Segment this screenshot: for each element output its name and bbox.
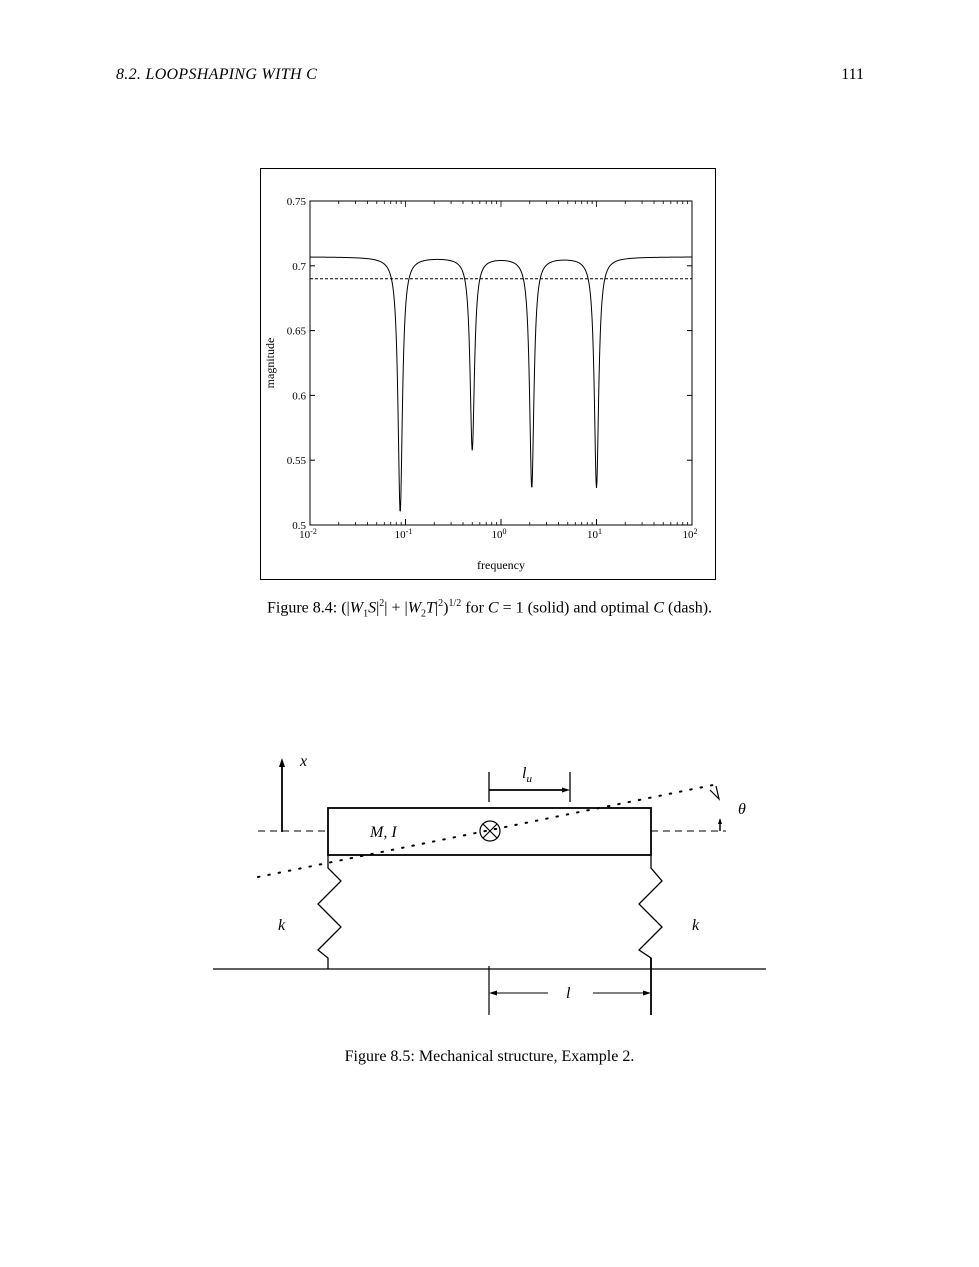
- y-tick-label: 0.65: [287, 326, 307, 338]
- caption-t: T: [426, 599, 435, 617]
- label-lu-main: l: [522, 765, 527, 782]
- caption-w2: W: [407, 599, 422, 617]
- tilt-line: [257, 783, 719, 878]
- x-tick-label: 102: [683, 527, 698, 541]
- caption-s: S: [368, 599, 377, 617]
- caption-c2: C: [653, 599, 665, 617]
- x-arrow-head: [279, 758, 285, 767]
- y-tick-label: 0.5: [292, 520, 306, 532]
- x-tick-label: 10-1: [395, 527, 413, 541]
- x-tick-exponent: -1: [406, 527, 413, 536]
- running-head: 8.2. LOOPSHAPING WITH C: [116, 66, 318, 83]
- caption-plus: | + |: [384, 599, 408, 617]
- y-tick-label: 0.55: [287, 455, 307, 467]
- x-tick-label: 100: [492, 527, 507, 541]
- label-k-right: k: [692, 917, 700, 934]
- x-tick-exponent: -2: [310, 527, 317, 536]
- label-l: l: [566, 985, 571, 1002]
- spring-right: [637, 855, 663, 969]
- y-tick-label: 0.7: [292, 261, 306, 273]
- theta-marker-head: [718, 818, 722, 824]
- x-tick-exponent: 2: [694, 527, 698, 536]
- label-theta: θ: [738, 801, 746, 818]
- figure-8-5-caption: Figure 8.5: Mechanical structure, Exampl…: [344, 1048, 635, 1065]
- label-x: x: [299, 753, 307, 770]
- caption-w1: W: [349, 599, 364, 617]
- spring-left: [317, 855, 342, 969]
- tilt-arrow-head: [709, 785, 721, 801]
- label-mass: M, I: [369, 824, 397, 841]
- caption-prefix: Figure 8.4: (|: [266, 599, 350, 617]
- plot-area: [309, 200, 693, 526]
- caption-w1-sub: 1: [363, 608, 369, 620]
- label-k-left: k: [278, 917, 286, 934]
- y-axis-label: magnitude: [263, 338, 277, 389]
- caption-eq1: = 1 (solid) and optimal: [498, 599, 654, 617]
- y-tick-label: 0.75: [287, 196, 307, 208]
- caption-tail: (dash).: [664, 599, 713, 617]
- caption-c1: C: [487, 599, 499, 617]
- com-cross-2: [482, 823, 498, 839]
- label-lu: lu: [522, 765, 532, 785]
- lu-arrow-head: [562, 787, 570, 793]
- l-arrow-right: [643, 990, 651, 996]
- mechanical-structure-diagram: x M, I θ lu k k l: [213, 753, 766, 1015]
- y-tick-label: 0.6: [292, 390, 306, 402]
- series-solid-line: [310, 256, 693, 512]
- mass-body: [327, 807, 652, 856]
- l-arrow-left: [489, 990, 497, 996]
- x-axis-label: frequency: [477, 558, 525, 572]
- center-of-mass-icon: [479, 820, 501, 842]
- caption-sq1: 2: [379, 598, 385, 609]
- x-tick-exponent: 1: [598, 527, 602, 536]
- caption-sq2: 2: [438, 598, 444, 609]
- caption-paren: ): [443, 599, 449, 617]
- caption-for: for: [461, 599, 488, 617]
- caption-exp: 1/2: [448, 598, 462, 609]
- label-lu-sub: u: [526, 773, 532, 785]
- x-tick-label: 10-2: [299, 527, 317, 541]
- caption-w2-sub: 2: [421, 608, 427, 620]
- caption-close: |: [434, 599, 439, 617]
- x-tick-exponent: 0: [503, 527, 507, 536]
- figure-8-4-caption: Figure 8.4: (|W1S|2| + |W2T|2)1/2 for C …: [266, 598, 713, 620]
- x-tick-label: 101: [587, 527, 602, 541]
- page-number: 111: [841, 66, 864, 83]
